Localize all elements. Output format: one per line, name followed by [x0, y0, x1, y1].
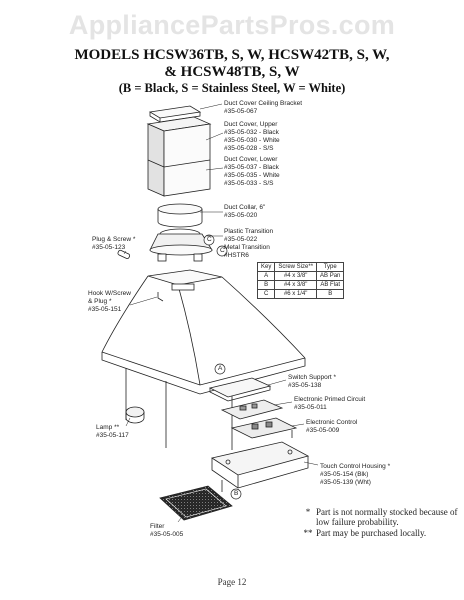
duct-cover-drawing	[146, 116, 212, 197]
title-line-2: & HCSW48TB, S, W	[164, 64, 300, 80]
screw-key-row: B #4 x 3/8" AB Flat	[256, 280, 345, 290]
callout-c-upper: C	[207, 236, 212, 243]
label-duct-cover-upper: Duct Cover, Upper #35-05-032 - Black #35…	[224, 121, 280, 152]
screw-key-cell: A	[256, 271, 276, 281]
footnote-purchase-locally: **Part may be purchased locally.	[300, 528, 427, 538]
screw-key-cell: #6 x 1/4"	[274, 289, 318, 299]
title-line-1: MODELS HCSW36TB, S, W, HCSW42TB, S, W,	[74, 47, 390, 63]
screw-key-header: Key	[256, 262, 276, 272]
footnote-text: Part may be purchased locally.	[316, 528, 427, 538]
footnote-text: low failure probability.	[316, 517, 399, 527]
screw-key-cell: #4 x 3/8"	[274, 271, 318, 281]
label-hook-screw: Hook W/Screw & Plug * #35-05-151	[88, 290, 131, 313]
screw-key-header-row: Key Screw Size** Type	[256, 262, 345, 272]
footnote-not-stocked: * Part is not normally stocked because of…	[300, 507, 458, 527]
callout-b: B	[234, 490, 239, 497]
page-number: Page 12	[217, 577, 247, 587]
label-duct-cover-lower: Duct Cover, Lower #35-05-037 - Black #35…	[224, 156, 280, 187]
screw-key-header: Type	[316, 262, 345, 272]
callout-c-lower: C	[220, 247, 225, 254]
label-transition: Plastic Transition #35-05-022 Metal Tran…	[224, 228, 274, 259]
label-duct-cover-bracket: Duct Cover Ceiling Bracket #35-05-067	[224, 100, 303, 115]
label-switch-support: Switch Support * #35-05-138	[288, 374, 337, 389]
filter-drawing	[159, 485, 233, 521]
label-filter: Filter #35-05-005	[150, 523, 184, 538]
hood-canopy-drawing	[101, 269, 306, 450]
screw-key-header: Screw Size**	[274, 262, 318, 272]
leader-lines	[123, 103, 319, 523]
label-lamp: Lamp ** #35-05-117	[96, 424, 129, 439]
watermark: AppliancePartsPros.com	[68, 10, 396, 40]
callout-markers	[203, 234, 242, 500]
hook-screw-drawing	[157, 292, 164, 302]
title-line-3: (B = Black, S = Stainless Steel, W = Whi…	[118, 81, 346, 95]
label-plug-screw: Plug & Screw * #35-05-123	[92, 236, 136, 251]
screw-key-row: A #4 x 3/8" AB Pan	[256, 271, 345, 281]
screw-key-row: C #6 x 1/4" B	[256, 289, 345, 299]
callout-a: A	[218, 365, 223, 372]
screw-key-cell: B	[256, 280, 276, 290]
screw-key-table: Key Screw Size** Type A #4 x 3/8" AB Pan…	[256, 262, 345, 299]
duct-collar-drawing	[157, 203, 203, 228]
duct-cover-bracket-drawing	[148, 105, 202, 123]
footnote-mark: *	[305, 507, 311, 517]
touch-housing-drawing	[210, 441, 310, 492]
lamp-drawing	[125, 406, 145, 424]
screw-key-cell: B	[316, 289, 345, 299]
screw-key-cell: AB Pan	[316, 271, 345, 281]
primed-circuit-drawing	[220, 399, 284, 420]
label-primed-circuit: Electronic Primed Circuit #35-05-011	[294, 396, 366, 411]
screw-key-cell: #4 x 3/8"	[274, 280, 318, 290]
footnote-mark: **	[303, 528, 313, 538]
plug-screw-drawing	[117, 249, 131, 259]
screw-key-cell: AB Flat	[316, 280, 345, 290]
electronic-control-drawing	[230, 417, 298, 439]
label-electronic-control: Electronic Control #35-05-009	[306, 419, 358, 434]
screw-key-cell: C	[256, 289, 276, 299]
label-duct-collar: Duct Collar, 6" #35-05-020	[224, 204, 266, 219]
label-touch-housing: Touch Control Housing * #35-05-154 (Blk)…	[320, 463, 391, 486]
transition-drawing	[149, 228, 213, 262]
footnote-text: Part is not normally stocked because of	[316, 507, 458, 517]
switch-support-drawing	[208, 377, 272, 402]
